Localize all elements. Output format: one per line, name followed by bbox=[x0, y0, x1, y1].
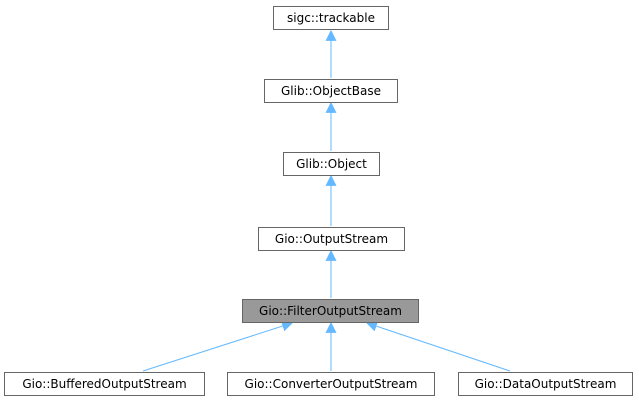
node-glib-objectbase[interactable]: Glib::ObjectBase bbox=[264, 79, 398, 103]
node-gio-outputstream[interactable]: Gio::OutputStream bbox=[258, 227, 405, 251]
node-sigc-trackable[interactable]: sigc::trackable bbox=[273, 6, 389, 30]
edge-bufferedoutputstream-to-filteroutputstream bbox=[142, 320, 294, 372]
node-gio-converteroutputstream[interactable]: Gio::ConverterOutputStream bbox=[227, 372, 435, 396]
node-gio-bufferedoutputstream[interactable]: Gio::BufferedOutputStream bbox=[4, 372, 205, 396]
node-gio-filteroutputstream-current: Gio::FilterOutputStream bbox=[242, 299, 419, 323]
node-glib-object[interactable]: Glib::Object bbox=[283, 152, 380, 176]
node-gio-dataoutputstream[interactable]: Gio::DataOutputStream bbox=[458, 372, 633, 396]
edge-dataoutputstream-to-filteroutputstream bbox=[365, 320, 511, 372]
